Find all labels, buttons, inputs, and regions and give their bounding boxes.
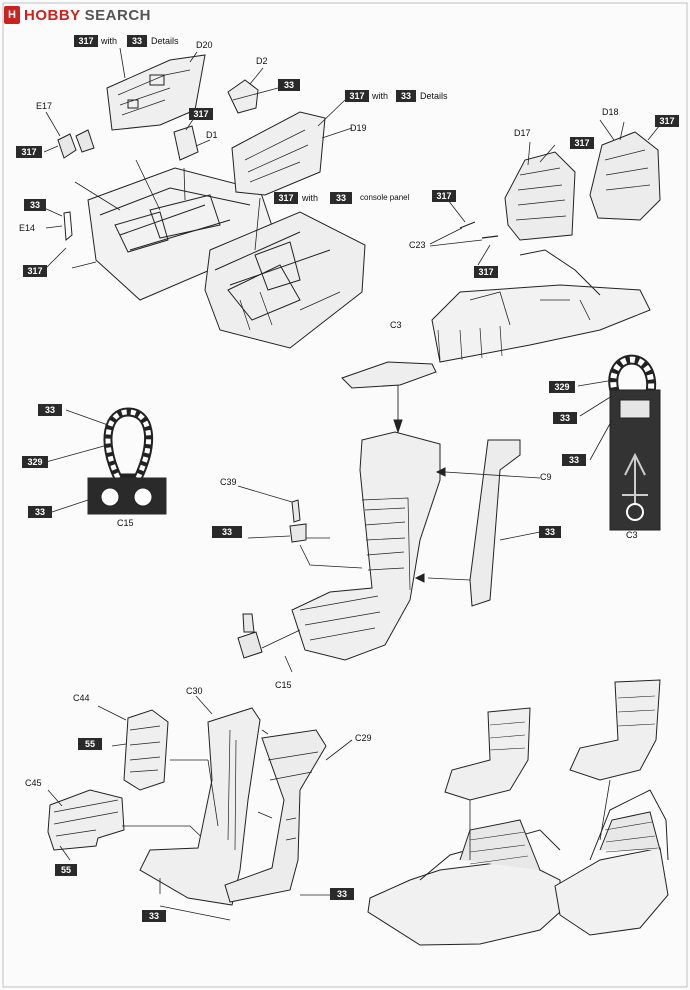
part-D2 [227,79,259,114]
code-317: 317 [274,192,298,204]
label-D1: D1 [206,130,218,140]
seat-front-view-right [569,679,661,781]
label-C45: C45 [25,778,42,788]
logo-mark: H [4,6,20,24]
code-33: 33 [127,35,147,47]
code-33: 33 [212,526,242,538]
label-D18: D18 [602,107,619,117]
part-C3-harness [608,354,661,531]
part-D18-seat [589,131,661,221]
label-C29: C29 [355,733,372,743]
label-C44: C44 [73,693,90,703]
label-E14: E14 [19,223,36,233]
label-C15-left: C15 [117,518,134,528]
cockpit-tub-left [87,167,366,349]
part-C15-small [237,613,263,659]
code-33: 33 [330,888,354,900]
label-C3-right: C3 [626,530,638,540]
part-C30-frame [139,707,261,906]
code-317: 317 [474,266,498,278]
code-317: 317 [74,35,98,47]
part-C9-rail [469,439,521,607]
code-329: 329 [22,456,48,468]
ejection-seat-main [291,431,441,661]
part-C39 [289,499,307,543]
code-317: 317 [16,146,42,158]
word-with: with [101,36,118,46]
word-details: Details [420,91,448,101]
assembled-tub-right [554,789,669,936]
code-33: 33 [24,199,46,211]
part-C29-rail [224,729,327,903]
code-33: 33 [562,454,586,466]
code-329: 329 [549,381,575,393]
label-D20: D20 [196,40,213,50]
code-33: 33 [142,910,166,922]
part-D1 [173,125,199,161]
label-C30: C30 [186,686,203,696]
code-317: 317 [432,190,456,202]
code-33: 33 [28,506,52,518]
code-33: 33 [396,90,416,102]
label-C3-top: C3 [390,320,402,330]
word-with: with [372,91,389,101]
code-33: 33 [38,404,62,416]
part-C44 [123,709,169,791]
word-console-panel: console panel [360,193,410,202]
code-55: 55 [78,738,102,750]
part-C3-top [341,361,437,389]
part-C15-harness [87,407,167,515]
cockpit-tub-right [431,249,651,363]
logo-text-hobby: HOBBY [24,6,81,24]
label-E17: E17 [36,101,53,111]
part-E14 [63,211,73,242]
word-with: with [302,193,319,203]
code-33: 33 [553,412,577,424]
code-317: 317 [23,265,47,277]
code-33: 33 [330,192,352,204]
code-317: 317 [570,137,594,149]
label-D17: D17 [514,128,531,138]
hobby-search-logo: H HOBBY SEARCH [4,4,151,26]
part-C23 [459,221,499,239]
label-C39: C39 [220,477,237,487]
part-D17-seat [504,151,576,241]
logo-text-search: SEARCH [84,6,152,24]
code-55: 55 [55,864,77,876]
label-C23: C23 [409,240,426,250]
part-C45 [47,789,125,851]
code-317: 317 [345,90,369,102]
part-D19-panel [231,111,326,196]
assembled-tub-left [367,819,561,946]
label-D2: D2 [256,56,268,66]
code-33: 33 [539,526,561,538]
code-317: 317 [655,115,679,127]
word-details: Details [151,36,179,46]
label-C9: C9 [540,472,552,482]
part-E17 [57,129,95,159]
seat-front-view-left [444,707,531,801]
label-C15-mid: C15 [275,680,292,690]
code-317: 317 [189,108,213,120]
code-33: 33 [278,79,300,91]
label-D19: D19 [350,123,367,133]
